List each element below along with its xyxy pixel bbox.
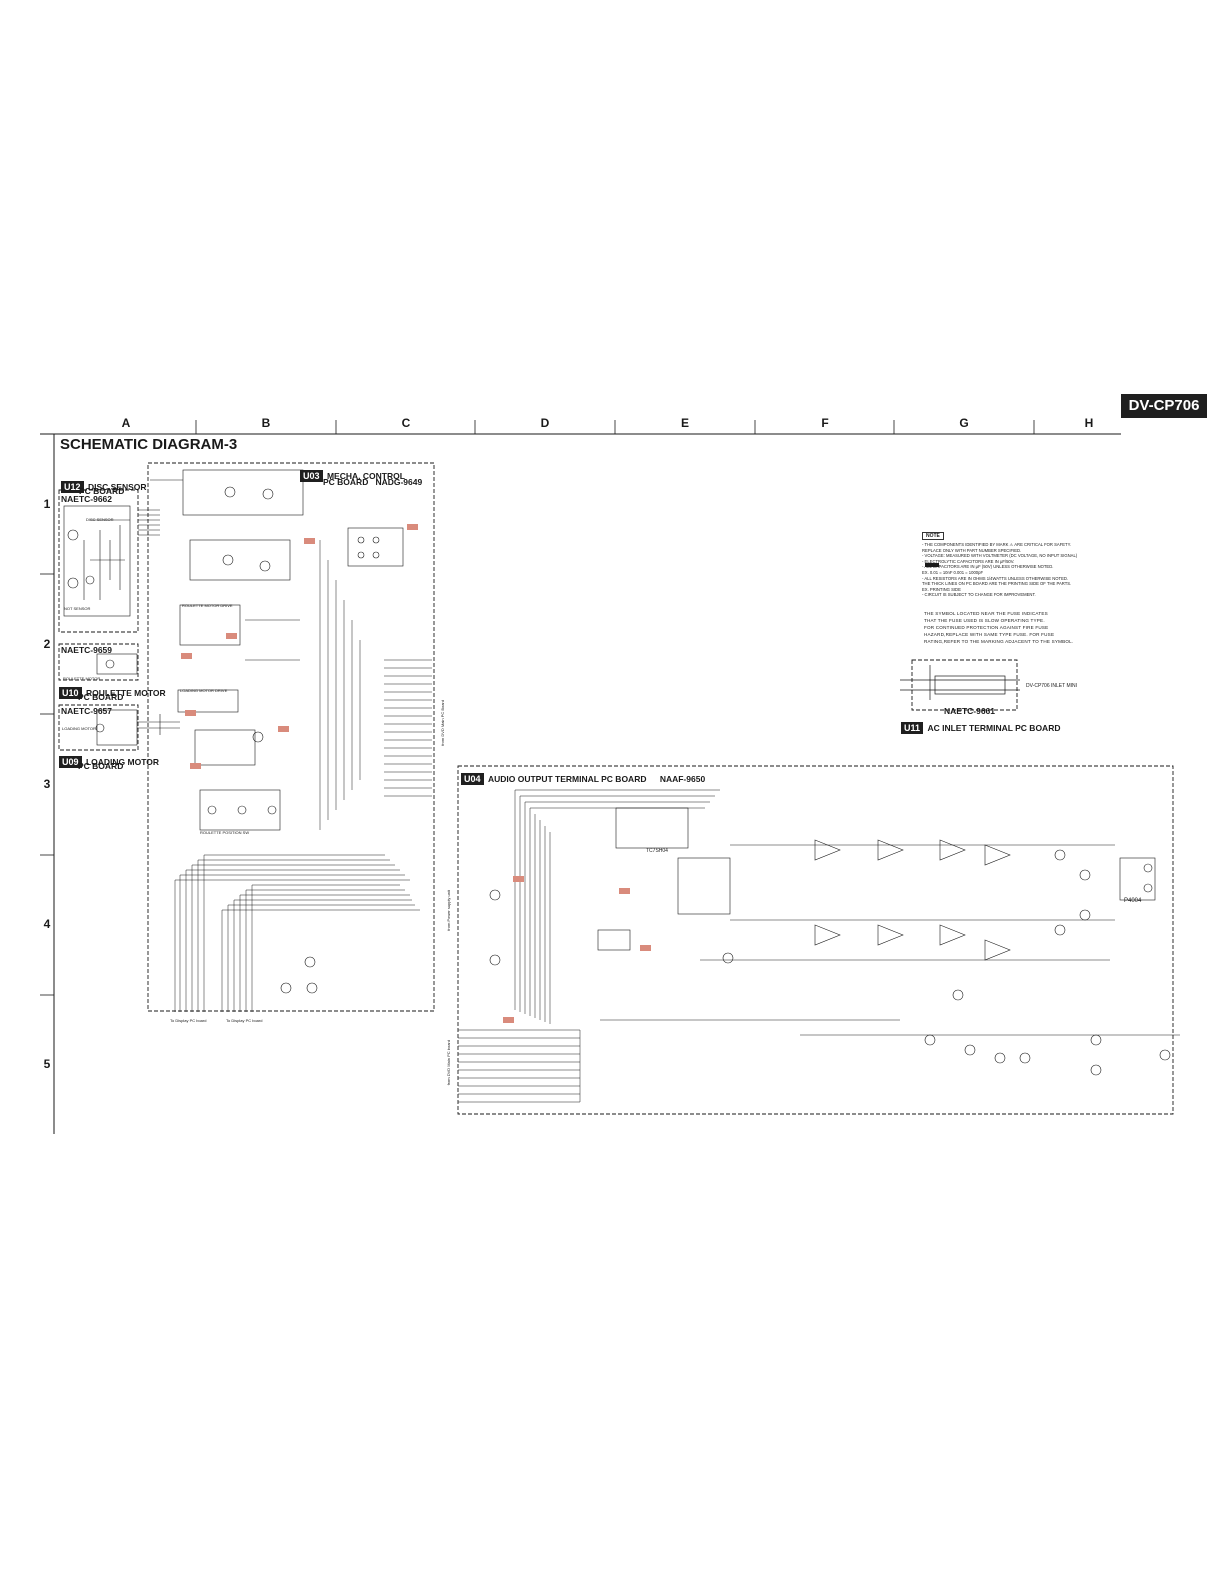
loading-motor-label: LOADING MOTOR [62, 726, 96, 731]
disc-sensor-label: DISC SENSOR [86, 517, 114, 522]
note-line: EX. 0.01 = 10nF 0.001 = 1000pF [922, 569, 983, 575]
board-u12-part: NAETC-9662 [61, 494, 113, 504]
roulette-drive-label: ROULETTE MOTOR DRIVE [182, 603, 233, 608]
board-u12-header: U12 DISC SENSOR [61, 477, 147, 495]
board-u09-part: NAETC-9657 [61, 706, 113, 716]
column-label-d: D [540, 416, 550, 430]
column-label-c: C [401, 416, 411, 430]
fuse-note-block: THE SYMBOL LOCATED NEAR THE FUSE INDICAT… [924, 610, 1073, 645]
loading-drive-label: LOADING MOTOR DRIVE [180, 688, 228, 693]
row-label-5: 5 [43, 1057, 51, 1071]
board-u03-name: MECHA. CONTROL [326, 471, 405, 481]
column-label-g: G [959, 416, 969, 430]
board-u03-tag: U03 [300, 470, 323, 482]
board-u10-tag: U10 [59, 687, 82, 699]
notes-title: NOTE [922, 532, 944, 540]
column-label-a: A [121, 416, 131, 430]
board-u09-name: LOADING MOTOR [85, 757, 160, 767]
board-u11-tag: U11 [901, 722, 924, 734]
board-u12-tag: U12 [61, 481, 84, 493]
note-line: REPLACE ONLY WITH PART NUMBER SPECIFIED. [922, 547, 1022, 553]
jack-label: P4004 [1124, 898, 1142, 904]
note-line: - ALL RESISTORS ARE IN OHMS 1/4WATTS UNL… [922, 575, 1069, 581]
model-badge: DV-CP706 [1121, 394, 1207, 418]
board-u03-header: U03 MECHA. CONTROL [300, 466, 405, 484]
fuse-note-line: FOR CONTINUED PROTECTION AGAINST FIRE FU… [924, 625, 1049, 630]
column-label-e: E [680, 416, 689, 430]
roulette-motor-label: ROULETTE MOTOR [63, 676, 101, 681]
note-line: - THE COMPONENTS IDENTIFIED BY MARK ⚠ AR… [922, 542, 1072, 547]
notes-block: NOTE - THE COMPONENTS IDENTIFIED BY MARK… [922, 524, 1122, 598]
row-label-1: 1 [43, 497, 51, 511]
board-u11-name: AC INLET TERMINAL PC BOARD [927, 723, 1061, 733]
note-line: - ALL CAPACITORS ARE IN μF (50V) UNLESS … [922, 564, 1054, 570]
row-label-4: 4 [43, 917, 51, 931]
board-u04-header: U04 AUDIO OUTPUT TERMINAL PC BOARD NAAF-… [461, 769, 705, 787]
board-u10-name: ROULETTE MOTOR [85, 688, 166, 698]
board-u11-header: U11 AC INLET TERMINAL PC BOARD [901, 718, 1060, 736]
roulette-position-label: ROULETTE POSITION SW [200, 830, 250, 835]
from-dvd-label: from DVD Main PC board [446, 1040, 451, 1086]
note-line: - VOLTAGE: MEASURED WITH VOLTMETER (DC V… [922, 553, 1078, 559]
inlet-label: DV-CP706 INLET MINI [1026, 683, 1078, 689]
board-u10-name-line2: PC BOARD [78, 692, 124, 702]
ic-label: TC7SH04 [646, 848, 668, 854]
board-u11-part: NAETC-9661 [944, 706, 996, 716]
board-u09-tag: U09 [59, 756, 82, 768]
from-power-label: from Power supply unit [446, 890, 451, 931]
board-u10-header: U10 ROULETTE MOTOR [59, 683, 166, 701]
note-line: - ELECTROLYTIC CAPACITORS ARE IN μF/50V. [922, 558, 1015, 564]
row-label-3: 3 [43, 777, 51, 791]
to-display-label-2: To Display PC board [226, 1018, 263, 1023]
board-u12-name-line2: PC BOARD [79, 486, 125, 496]
fuse-note-line: HAZARD,REPLACE WITH SAME TYPE FUSE. FOR … [924, 632, 1055, 637]
board-u04-name: AUDIO OUTPUT TERMINAL PC BOARD [487, 774, 647, 784]
board-u12-name: DISC SENSOR [87, 482, 147, 492]
diagram-title: SCHEMATIC DIAGRAM-3 [60, 436, 238, 453]
board-u03-name-line2: PC BOARD NADG-9649 [323, 477, 422, 487]
not-sensor-label: NOT SENSOR [64, 606, 91, 611]
column-label-b: B [261, 416, 271, 430]
board-u03-part: NADG-9649 [375, 477, 423, 487]
board-u09-name-line2: PC BOARD [78, 761, 124, 771]
column-label-h: H [1084, 416, 1094, 430]
board-u10-part: NAETC-9659 [61, 645, 113, 655]
board-u04-tag: U04 [461, 773, 484, 785]
note-line: THE THICK LINES ON PC BOARD ARE THE PRIN… [922, 581, 1072, 587]
fuse-note-line: THAT THE FUSE USED IS SLOW OPERATING TYP… [924, 618, 1045, 623]
fuse-note-line: RATING,REFER TO THE MARKING ADJACENT TO … [924, 639, 1074, 644]
column-label-f: F [821, 416, 829, 430]
note-line: EX. PRINTING SIDE [922, 586, 961, 592]
from-main-label: from DVD Main PC Board [440, 700, 445, 746]
fuse-note-line: THE SYMBOL LOCATED NEAR THE FUSE INDICAT… [924, 611, 1048, 616]
row-label-2: 2 [43, 637, 51, 651]
note-line: - CIRCUIT IS SUBJECT TO CHANGE FOR IMPRO… [922, 592, 1036, 598]
highlight-markers [181, 524, 651, 1023]
board-u09-header: U09 LOADING MOTOR [59, 752, 159, 770]
board-u04-part: NAAF-9650 [659, 774, 706, 784]
to-display-label-1: To Display PC board [170, 1018, 207, 1023]
board-u03-pcb-label: PC BOARD [323, 477, 369, 487]
